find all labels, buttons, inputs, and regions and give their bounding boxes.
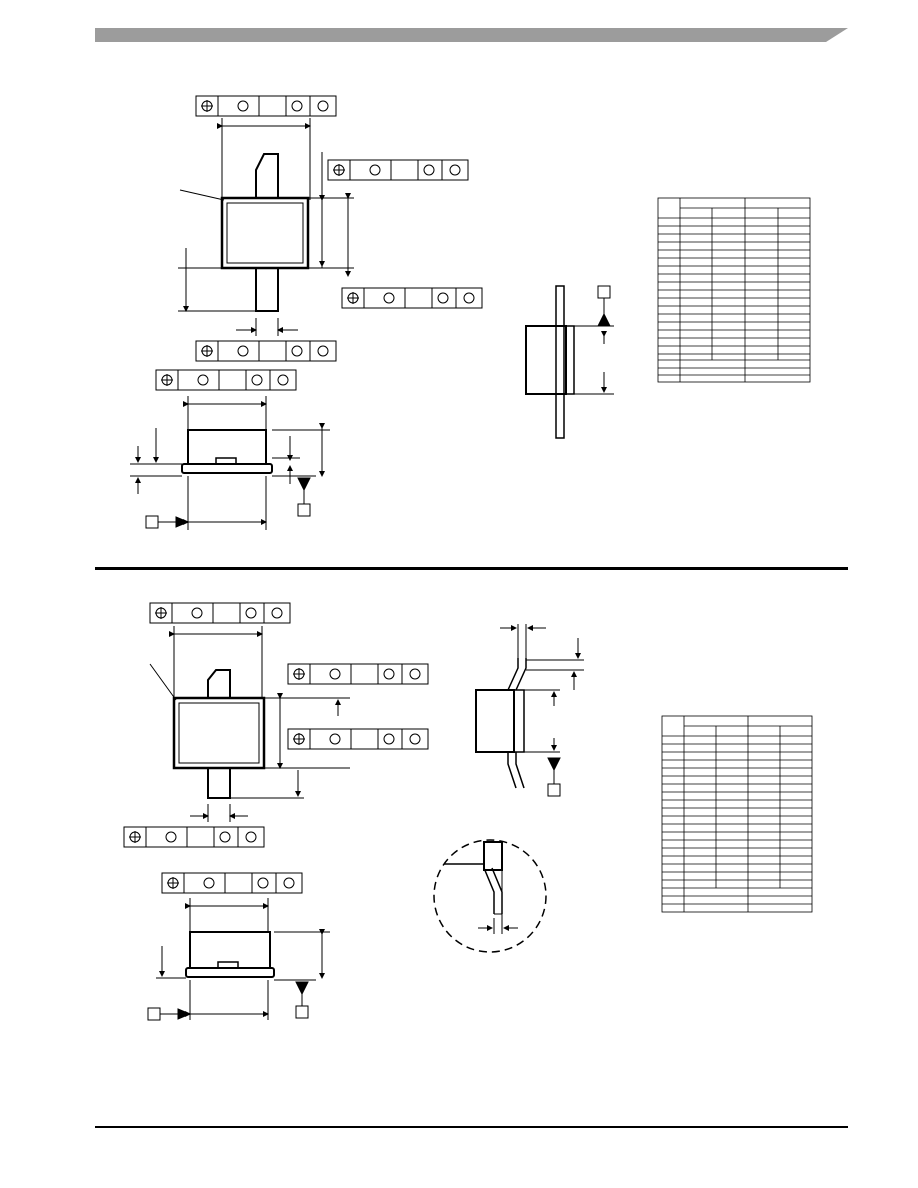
- dimension-table-lower: [661, 715, 813, 913]
- header-band: [95, 28, 848, 42]
- top-view-upper: [178, 95, 483, 362]
- top-view-lower: [123, 602, 429, 848]
- header-bar: [95, 28, 848, 42]
- dimension-table-upper: [657, 197, 811, 383]
- end-view-upper: [525, 285, 614, 439]
- side-view-upper: [130, 369, 330, 530]
- position-tolerance-frame: [195, 95, 337, 117]
- section-divider: [95, 567, 848, 570]
- side-view-lower: [147, 872, 330, 1021]
- footer-rule: [95, 1126, 848, 1128]
- end-view-lower: [475, 624, 584, 797]
- detail-view-lower: [433, 839, 547, 953]
